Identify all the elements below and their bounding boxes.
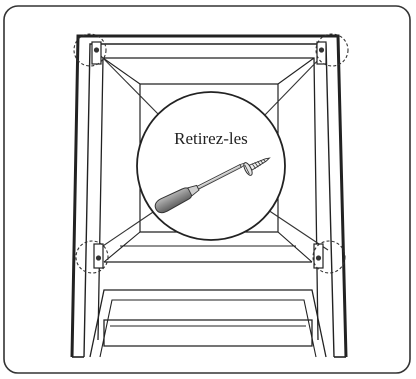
callout-circle bbox=[136, 91, 286, 241]
perspective-line-top-left bbox=[102, 57, 141, 85]
screw-bottom-right bbox=[312, 240, 346, 274]
screw-top-right bbox=[315, 33, 349, 67]
perspective-line-bottom-left bbox=[103, 231, 141, 263]
highlight-circle-bottom-left bbox=[75, 240, 109, 274]
screw-icon bbox=[95, 255, 102, 261]
leader-line-top-right bbox=[261, 51, 327, 119]
leader-line-bottom-right bbox=[261, 205, 329, 251]
screw-icon bbox=[315, 255, 322, 261]
screw-icon bbox=[318, 47, 325, 53]
lower-tray bbox=[89, 289, 327, 358]
screw-bottom-left bbox=[75, 240, 109, 274]
screw-icon bbox=[243, 157, 271, 176]
highlight-circle-top-left bbox=[73, 33, 107, 67]
leader-line-top-left bbox=[96, 51, 163, 119]
tub-outer-wall bbox=[70, 34, 348, 358]
perspective-line-bottom-right bbox=[277, 231, 313, 263]
tray-front-bar bbox=[103, 319, 313, 347]
perspective-line-top-right bbox=[277, 57, 315, 85]
leader-line-bottom-left bbox=[96, 205, 163, 251]
tub-liner bbox=[97, 57, 319, 341]
callout-leader-lines bbox=[96, 51, 329, 251]
lower-tray-inner bbox=[99, 299, 317, 358]
tub-inner-wall bbox=[83, 43, 335, 358]
highlight-circle-bottom-right bbox=[312, 240, 346, 274]
callout-label: Retirez-les bbox=[174, 129, 248, 148]
highlight-circle-top-right bbox=[315, 33, 349, 67]
screw-icon bbox=[93, 47, 100, 53]
screw-top-left bbox=[73, 33, 107, 67]
outer-frame bbox=[3, 5, 411, 374]
